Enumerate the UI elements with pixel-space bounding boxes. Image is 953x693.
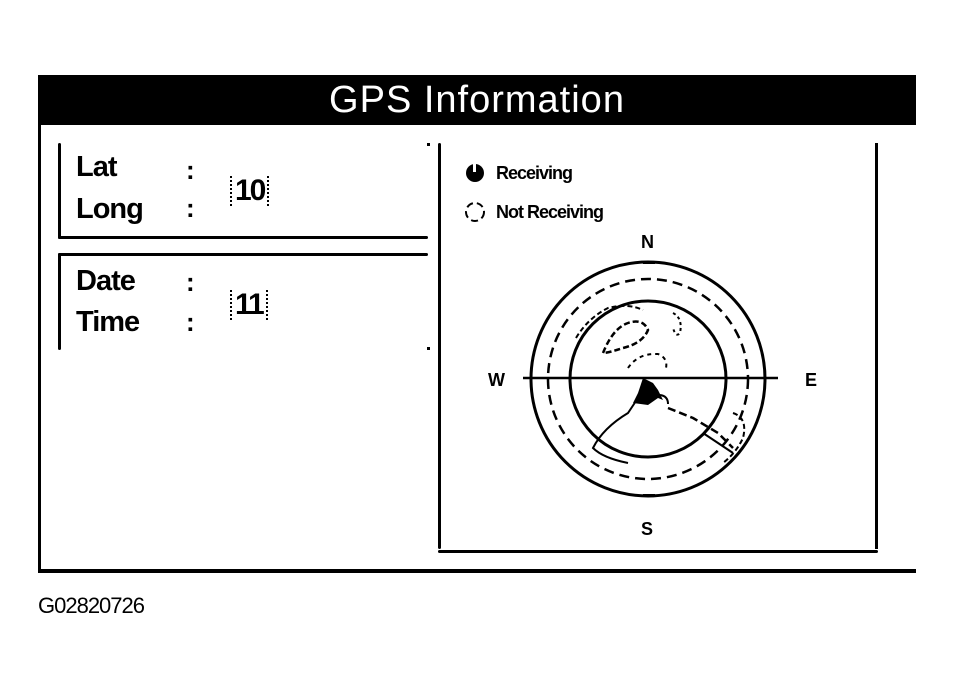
long-label: Long xyxy=(76,193,144,225)
frame-border-left xyxy=(38,125,41,572)
compass-west-label: W xyxy=(488,370,505,390)
lat-separator: : xyxy=(186,155,195,185)
legend-receiving-label: Receiving xyxy=(496,162,573,183)
satellite-status-panel: Receiving Not Receiving N S W E xyxy=(438,143,878,553)
datetime-box: Date Time : : 11 xyxy=(58,253,430,353)
datetime-value-callout: 11 xyxy=(230,290,268,320)
date-separator: : xyxy=(186,267,195,297)
position-box: Lat Long : : 10 xyxy=(58,143,430,241)
position-value-callout: 10 xyxy=(230,176,270,206)
compass-east-label: E xyxy=(805,370,818,390)
time-separator: : xyxy=(186,307,195,337)
legend-not-receiving-label: Not Receiving xyxy=(496,201,604,222)
date-label: Date xyxy=(76,265,136,297)
gps-information-screen: GPS Information Lat Long : : 10 Date Tim… xyxy=(38,75,916,574)
figure-id-caption: G02820726 xyxy=(38,593,145,618)
lat-label: Lat xyxy=(76,151,117,183)
empty-circle-icon xyxy=(465,202,485,222)
legend-not-receiving: Not Receiving xyxy=(464,200,604,224)
page-title: GPS Information xyxy=(38,75,916,125)
compass-south-label: S xyxy=(641,519,654,539)
legend-receiving: Receiving xyxy=(464,161,573,185)
satellite-sky-plot xyxy=(523,260,778,498)
compass-north-label: N xyxy=(641,232,654,252)
long-separator: : xyxy=(186,193,195,223)
frame-border-bottom xyxy=(38,569,916,573)
time-label: Time xyxy=(76,306,140,338)
filled-circle-icon xyxy=(466,164,484,182)
